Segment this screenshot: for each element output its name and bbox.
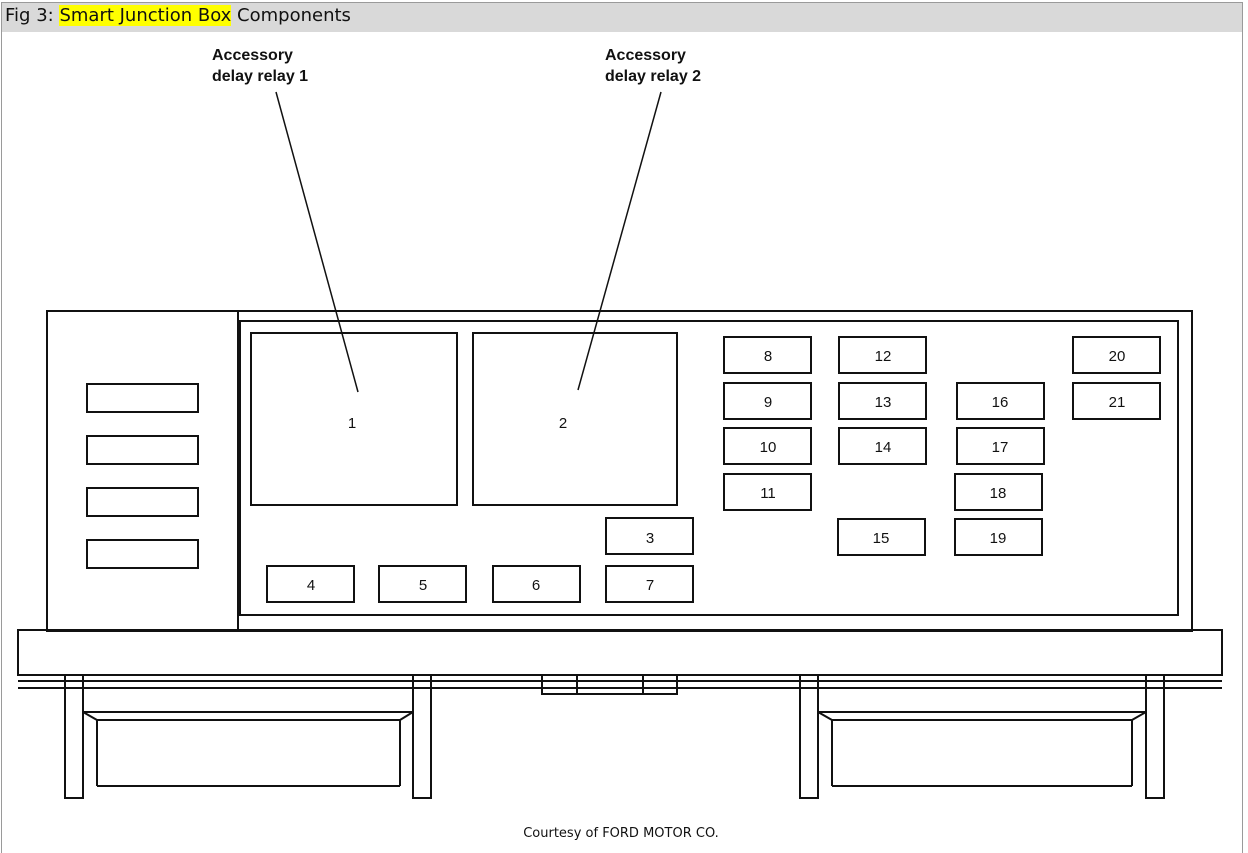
callout-relay-2-line1: Accessory: [605, 47, 686, 64]
fuse-box-9: [723, 382, 812, 420]
fuse-box-15: [837, 518, 926, 556]
callout-relay-1-line2: delay relay 1: [212, 68, 309, 85]
fuse-box-12: [838, 336, 927, 374]
figure-title: Fig 3: Smart Junction Box Components: [5, 5, 351, 27]
component-label-6: 6: [532, 577, 540, 594]
fuse-box-20: [1072, 336, 1161, 374]
component-label-8: 8: [764, 348, 772, 365]
figure-title-highlight: Smart Junction Box: [59, 5, 232, 26]
figure-title-suffix: Components: [237, 5, 351, 26]
fuse-box-19: [954, 518, 1043, 556]
component-label-18: 18: [990, 485, 1007, 502]
component-label-14: 14: [875, 439, 892, 456]
component-label-2: 2: [559, 415, 567, 432]
fuse-box-10: [723, 427, 812, 465]
component-label-15: 15: [873, 530, 890, 547]
component-label-11: 11: [760, 485, 776, 502]
side-slot-1: [86, 383, 199, 413]
component-label-4: 4: [307, 577, 315, 594]
frame-right-border: [1242, 2, 1243, 853]
fuse-box-8: [723, 336, 812, 374]
component-label-3: 3: [646, 530, 654, 547]
side-slot-3: [86, 487, 199, 517]
fuse-box-14: [838, 427, 927, 465]
fuse-panel-outline: [239, 320, 1179, 616]
component-label-19: 19: [990, 530, 1007, 547]
component-label-9: 9: [764, 394, 772, 411]
component-label-7: 7: [646, 577, 654, 594]
fuse-box-4: [266, 565, 355, 603]
callout-relay-1: Accessory delay relay 1: [212, 45, 308, 87]
fuse-box-6: [492, 565, 581, 603]
callout-relay-1-line1: Accessory: [212, 47, 293, 64]
relay-2-box: [472, 332, 678, 506]
component-label-16: 16: [992, 394, 1009, 411]
component-label-21: 21: [1109, 394, 1126, 411]
side-slot-4: [86, 539, 199, 569]
component-label-17: 17: [992, 439, 1009, 456]
callout-relay-2: Accessory delay relay 2: [605, 45, 701, 87]
center-clip: [541, 674, 678, 695]
fuse-box-11: [723, 473, 812, 511]
fuse-box-7: [605, 565, 694, 603]
component-label-12: 12: [875, 348, 892, 365]
fuse-box-13: [838, 382, 927, 420]
fuse-box-18: [954, 473, 1043, 511]
callout-relay-2-line2: delay relay 2: [605, 68, 702, 85]
leader-line-relay-1: [275, 91, 359, 393]
component-label-13: 13: [875, 394, 892, 411]
housing-outline: [46, 310, 1193, 632]
frame-left-border: [1, 2, 2, 853]
fuse-box-17: [956, 427, 1045, 465]
side-slot-2: [86, 435, 199, 465]
component-label-5: 5: [419, 577, 427, 594]
figure-title-prefix: Fig 3:: [5, 5, 54, 26]
fuse-box-16: [956, 382, 1045, 420]
fuse-box-3: [605, 517, 694, 555]
right-bracket: [799, 674, 1165, 799]
fuse-box-5: [378, 565, 467, 603]
left-bracket: [64, 674, 432, 799]
leader-line-relay-2: [577, 91, 662, 391]
base-plate: [17, 629, 1223, 676]
component-label-1: 1: [348, 415, 356, 432]
relay-1-box: [250, 332, 458, 506]
component-label-20: 20: [1109, 348, 1126, 365]
component-label-10: 10: [760, 439, 777, 456]
image-credit: Courtesy of FORD MOTOR CO.: [523, 826, 719, 841]
fuse-box-21: [1072, 382, 1161, 420]
